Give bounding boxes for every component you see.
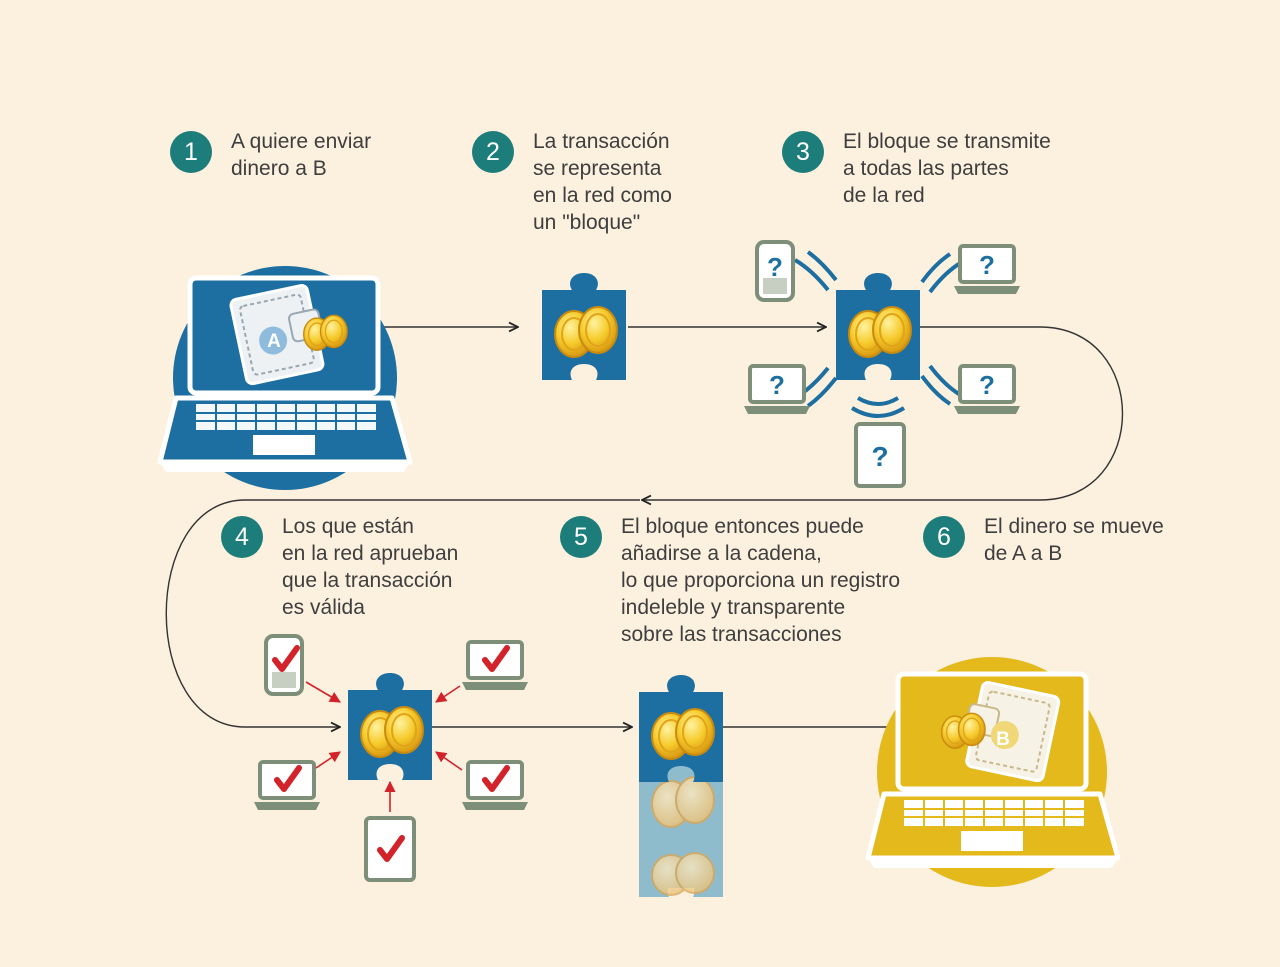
step-number: 5 [560,516,602,558]
blockchain-stack-icon [639,675,723,897]
laptop-a-icon: A [157,266,413,490]
tablet-check-icon [364,816,416,882]
step-6: 6 El dinero se mueve de A a B [923,515,1164,567]
step-number: 3 [782,131,824,173]
step-1: 1 A quiere enviar dinero a B [170,130,372,182]
question-mark: ? [979,250,995,280]
step-number: 6 [923,516,965,558]
step-text: El bloque se transmite a todas las parte… [843,130,1051,207]
question-mark: ? [767,252,783,282]
step-text: Los que están en la red aprueban que la … [282,515,459,619]
step-text: A quiere enviar dinero a B [231,130,372,180]
laptop-b-icon: B [865,657,1121,887]
step-3: 3 El bloque se transmite a todas las par… [782,130,1051,209]
question-mark: ? [871,441,888,472]
wallet-a-label: A [267,331,281,352]
flow-arrows [165,327,1124,727]
approval-group [252,634,530,882]
step-text: La transacción se representa en la red c… [533,130,672,234]
step-text: El dinero se mueve de A a B [984,515,1164,565]
step-number: 4 [221,516,263,558]
broadcast-group: ? ? ? ? ? [742,240,1022,488]
step-4: 4 Los que están en la red aprueban que l… [221,515,459,621]
approved-block-icon [348,673,432,780]
question-mark: ? [979,370,995,400]
signal-waves-icon [793,250,964,418]
wallet-b-label: B [996,729,1010,750]
broadcast-block-icon [836,273,920,380]
question-mark: ? [769,370,785,400]
step-number: 1 [170,131,212,173]
block-puzzle-icon [542,273,626,380]
step-number: 2 [472,131,514,173]
step-2: 2 La transacción se representa en la red… [472,130,672,236]
step-5: 5 El bloque entonces puede añadirse a la… [560,515,901,648]
step-text: El bloque entonces puede añadirse a la c… [621,515,901,646]
